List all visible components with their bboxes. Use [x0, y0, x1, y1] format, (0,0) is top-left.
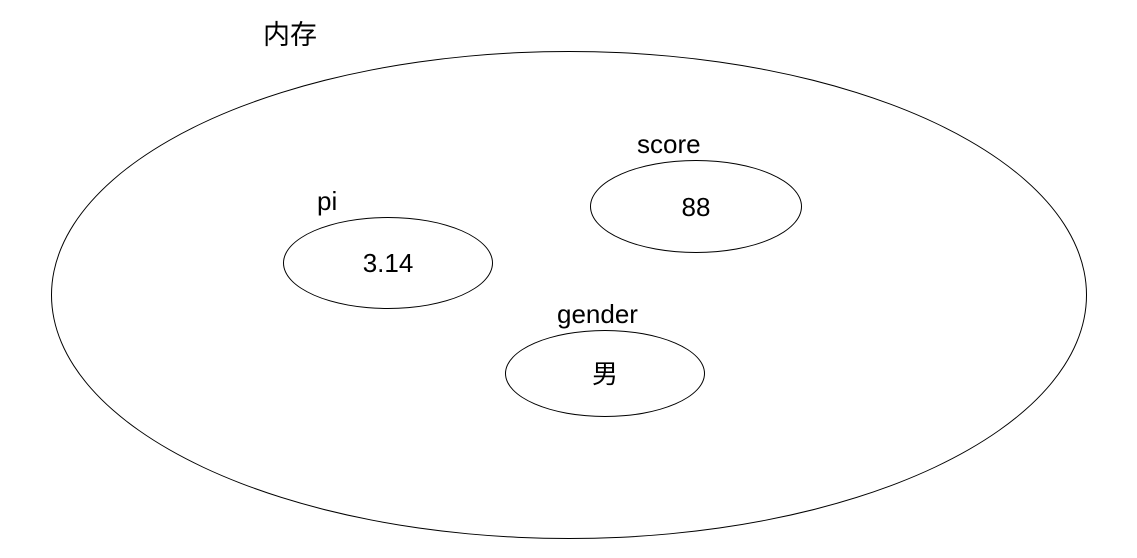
variable-ellipse: 3.14 [283, 217, 493, 309]
variable-name-label: pi [317, 186, 338, 216]
variable-gender: gender 男 [505, 299, 705, 417]
variable-value: 男 [591, 358, 618, 389]
variable-value: 88 [681, 191, 711, 222]
variable-ellipse: 88 [590, 160, 802, 253]
memory-label: 内存 [263, 20, 317, 50]
memory-ellipse [51, 51, 1087, 539]
variable-name-label: score [637, 129, 701, 159]
variable-value: 3.14 [362, 248, 414, 278]
variable-ellipse: 男 [505, 330, 705, 417]
variable-pi: pi 3.14 [283, 186, 493, 309]
variable-score: score 88 [590, 129, 802, 253]
variable-name-label: gender [557, 299, 638, 329]
